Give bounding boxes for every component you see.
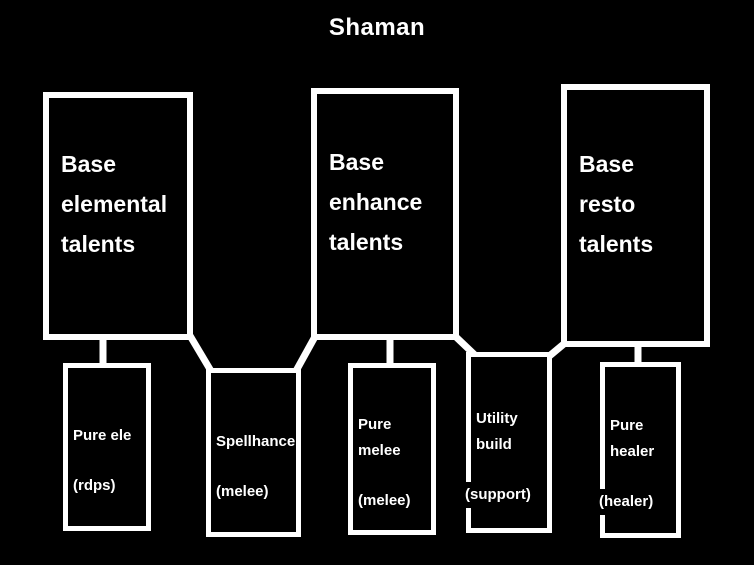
node-role: (rdps): [68, 473, 146, 499]
node-role: (melee): [353, 488, 431, 514]
node-label: Pure healer: [610, 417, 655, 460]
node-base-resto-talents: Base resto talents: [561, 84, 710, 347]
node-label: Pure melee: [358, 416, 401, 459]
node-role: (support): [463, 481, 533, 508]
node-label: Base resto talents: [579, 150, 654, 257]
node-label: Spellhance: [216, 432, 296, 450]
node-spellhance: Spellhance (melee): [206, 368, 301, 537]
node-pure-healer: Pure healer (healer): [597, 362, 681, 538]
node-base-elemental-talents: Base elemental talents: [43, 92, 193, 340]
node-pure-ele: Pure ele (rdps): [63, 363, 151, 531]
node-label: Base elemental talents: [61, 151, 168, 257]
node-utility-build: Utility build (support): [463, 352, 552, 533]
node-role: (healer): [597, 489, 656, 515]
node-role: (melee): [211, 478, 296, 505]
node-base-enhance-talents: Base enhance talents: [311, 88, 459, 340]
edge-base-elemental-to-spellhance: [185, 332, 215, 373]
node-pure-melee: Pure melee (melee): [348, 363, 436, 535]
node-label: Pure ele: [73, 427, 132, 444]
node-label: Base enhance talents: [329, 149, 423, 255]
diagram-title: Shaman: [328, 14, 426, 41]
node-label: Utility build: [476, 409, 518, 453]
